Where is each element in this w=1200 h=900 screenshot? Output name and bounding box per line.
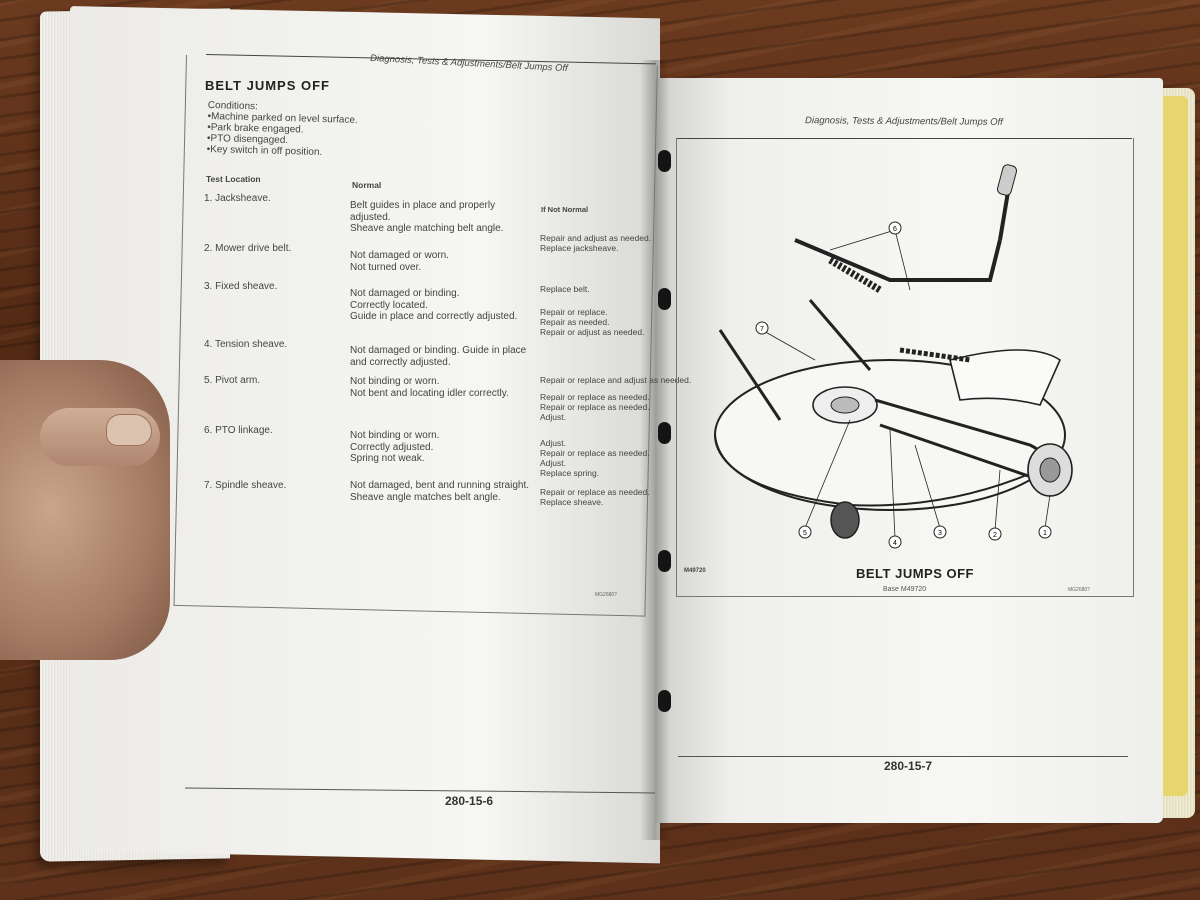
- callout-label: 3: [938, 530, 942, 537]
- normal-condition: Not binding or worn.Not bent and locatin…: [350, 376, 509, 399]
- not-normal-line: Repair or replace.: [540, 307, 608, 317]
- test-location: 3. Fixed sheave.: [204, 281, 278, 292]
- callout-label: 1: [1043, 530, 1047, 537]
- binder-hole: [658, 690, 671, 712]
- callout-label: 7: [760, 326, 764, 333]
- normal-line: Not damaged or binding. Guide in place: [350, 345, 527, 356]
- not-normal-line: Repair or adjust as needed.: [540, 327, 645, 337]
- figure-caption-sub: Base M49720: [883, 586, 927, 593]
- not-normal-action: Repair or replace as needed.Repair or re…: [540, 392, 650, 422]
- not-normal-line: Repair and adjust as needed.: [540, 233, 652, 243]
- left-page-number: 280-15-6: [445, 794, 494, 808]
- not-normal-line: Replace spring.: [540, 468, 600, 478]
- conditions-block: Conditions: •Machine parked on level sur…: [207, 100, 359, 159]
- normal-line: Correctly located.: [350, 299, 428, 311]
- right-header-rule: [676, 138, 1132, 139]
- not-normal-line: Replace belt.: [540, 284, 590, 294]
- test-location: 5. Pivot arm.: [204, 375, 261, 386]
- column-header-not-normal: If Not Normal: [541, 205, 589, 214]
- figure-code: M49720: [684, 568, 706, 574]
- callout-label: 5: [803, 530, 807, 537]
- normal-line: adjusted.: [350, 211, 391, 223]
- normal-condition: Not damaged or binding.Correctly located…: [350, 288, 517, 323]
- normal-condition: Not damaged or worn.Not turned over.: [350, 250, 449, 273]
- yellow-page-tab: [1162, 96, 1188, 796]
- not-normal-action: Repair and adjust as needed.Replace jack…: [540, 233, 651, 253]
- not-normal-line: Repair or replace as needed.: [540, 448, 650, 458]
- not-normal-action: Repair or replace.Repair as needed.Repai…: [540, 307, 644, 337]
- normal-line: Not bent and locating idler correctly.: [350, 387, 509, 399]
- normal-condition: Not damaged, bent and running straight.S…: [350, 480, 529, 503]
- normal-line: Not binding or worn.: [350, 376, 440, 387]
- right-footer-rule: [678, 756, 1128, 757]
- not-normal-action: Adjust.Repair or replace as needed.Adjus…: [540, 438, 650, 478]
- normal-line: Guide in place and correctly adjusted.: [350, 311, 518, 322]
- left-page-title: BELT JUMPS OFF: [205, 78, 330, 93]
- not-normal-line: Repair or replace as needed.: [540, 487, 650, 497]
- column-header-normal: Normal: [352, 180, 382, 190]
- not-normal-line: Replace jacksheave.: [540, 243, 619, 253]
- normal-line: Not damaged, bent and running straight.: [350, 480, 530, 491]
- not-normal-line: Replace sheave.: [540, 497, 604, 507]
- normal-line: Sheave angle matching belt angle.: [350, 223, 504, 234]
- normal-line: Not damaged or worn.: [350, 250, 449, 261]
- normal-condition: Not binding or worn.Correctly adjusted.S…: [350, 430, 440, 465]
- normal-line: Not turned over.: [350, 261, 422, 273]
- not-normal-line: Repair or replace and adjust as needed.: [540, 375, 692, 385]
- test-location: 6. PTO linkage.: [204, 425, 273, 436]
- hand: [0, 360, 170, 660]
- test-location: 1. Jacksheave.: [204, 193, 271, 204]
- binder-hole: [658, 550, 671, 572]
- left-page-code: MG2680?: [595, 592, 617, 598]
- column-header-location: Test Location: [206, 174, 261, 184]
- callout-label: 2: [993, 532, 997, 539]
- not-normal-action: Replace belt.: [540, 284, 590, 294]
- right-content-frame: [676, 138, 1134, 597]
- normal-line: Belt guides in place and properly: [350, 200, 496, 211]
- normal-line: and correctly adjusted.: [350, 356, 451, 368]
- thumbnail: [106, 414, 152, 446]
- callout-label: 6: [893, 226, 897, 233]
- test-location: 4. Tension sheave.: [204, 339, 288, 350]
- mower-deck-diagram: 6 7 5 4 3 2 1: [714, 164, 1073, 549]
- normal-line: Spring not weak.: [350, 453, 425, 464]
- not-normal-line: Repair or replace as needed.: [540, 402, 650, 412]
- normal-line: Correctly adjusted.: [350, 441, 434, 453]
- not-normal-action: Repair or replace and adjust as needed.: [540, 375, 691, 385]
- not-normal-line: Adjust.: [540, 412, 566, 422]
- right-page-number: 280-15-7: [884, 759, 933, 773]
- not-normal-line: Repair or replace as needed.: [540, 392, 650, 402]
- not-normal-line: Adjust.: [540, 458, 566, 468]
- binder-hole: [658, 422, 671, 444]
- test-location: 7. Spindle sheave.: [204, 480, 287, 491]
- test-location: 2. Mower drive belt.: [204, 243, 292, 254]
- normal-line: Not damaged or binding.: [350, 288, 460, 299]
- not-normal-action: Repair or replace as needed.Replace shea…: [540, 487, 650, 507]
- not-normal-line: Repair as needed.: [540, 317, 610, 327]
- right-running-head: Diagnosis, Tests & Adjustments/Belt Jump…: [804, 115, 1003, 128]
- binder-hole: [658, 150, 671, 172]
- normal-line: Not binding or worn.: [350, 430, 440, 441]
- not-normal-line: Adjust.: [540, 438, 566, 448]
- figure-caption: BELT JUMPS OFF: [856, 566, 974, 581]
- right-page-code: MG2680?: [1068, 587, 1090, 593]
- binder-hole: [658, 288, 671, 310]
- normal-line: Sheave angle matches belt angle.: [350, 491, 501, 503]
- callout-label: 4: [893, 540, 897, 547]
